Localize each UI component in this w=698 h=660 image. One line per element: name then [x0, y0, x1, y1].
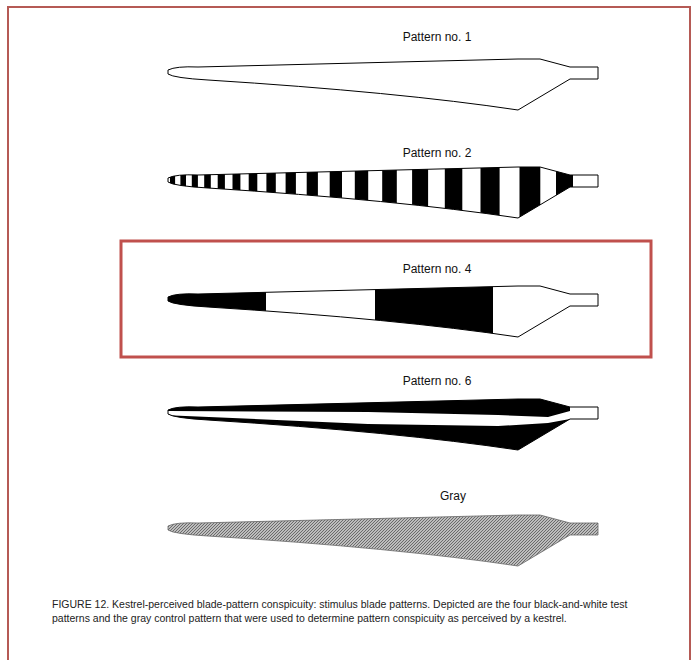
pattern-label: Pattern no. 1 [401, 30, 474, 44]
pattern-label: Gray [438, 489, 468, 503]
blade-stripe [286, 160, 296, 230]
blade-gray [168, 515, 598, 566]
blade-stripe [266, 160, 275, 230]
pattern-label: Pattern no. 2 [401, 146, 474, 160]
figure-caption: FIGURE 12. Kestrel-perceived blade-patte… [52, 598, 662, 625]
blade-pattern-2 [168, 160, 598, 230]
blade-pattern-1 [168, 59, 598, 110]
blade-stripe [233, 160, 241, 230]
page-frame [8, 7, 690, 660]
blade-stripe [445, 160, 463, 230]
blade-stripe [218, 160, 225, 230]
pattern-label: Pattern no. 6 [401, 374, 474, 388]
blade-pattern-4 [163, 279, 598, 349]
blade-stripe [556, 160, 573, 230]
highlight-box [121, 241, 651, 357]
blade-stripe [192, 160, 198, 230]
blade-stripe [170, 160, 175, 230]
blade-pattern-6 [163, 392, 610, 462]
blade-stripe [330, 160, 342, 230]
blade-stripe [204, 160, 211, 230]
blade-stripe [412, 160, 428, 230]
pattern-label: Pattern no. 4 [401, 262, 474, 276]
blade-stripe [481, 160, 500, 230]
blade-stripe [249, 160, 258, 230]
blade-stripe [180, 160, 186, 230]
blade-stripe [520, 160, 541, 230]
